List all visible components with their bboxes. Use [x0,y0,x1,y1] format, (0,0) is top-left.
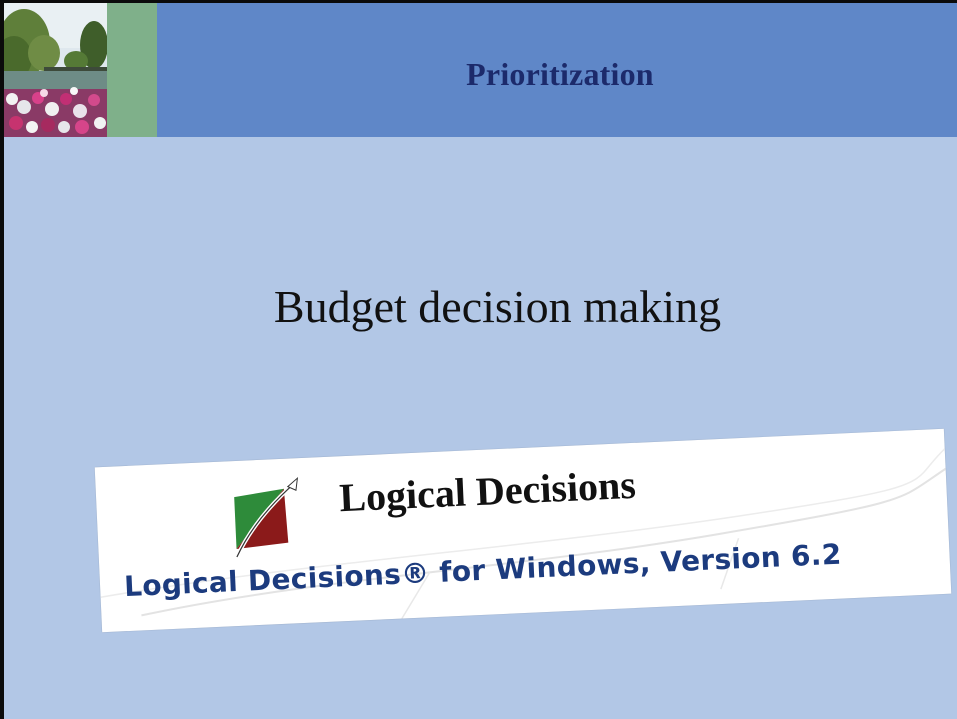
slide-subtitle: Budget decision making [273,281,722,332]
logo-banner: Logical Decisions Logical Decisions® for… [94,428,952,633]
accent-strip [107,3,157,137]
frame-left-border [0,0,4,719]
header-photo [4,3,107,137]
banner-decoration [100,448,947,619]
logical-decisions-logo-icon [225,476,304,559]
header-band [157,3,957,137]
frame-top-border [0,0,957,3]
slide-title: Prioritization [466,56,654,92]
